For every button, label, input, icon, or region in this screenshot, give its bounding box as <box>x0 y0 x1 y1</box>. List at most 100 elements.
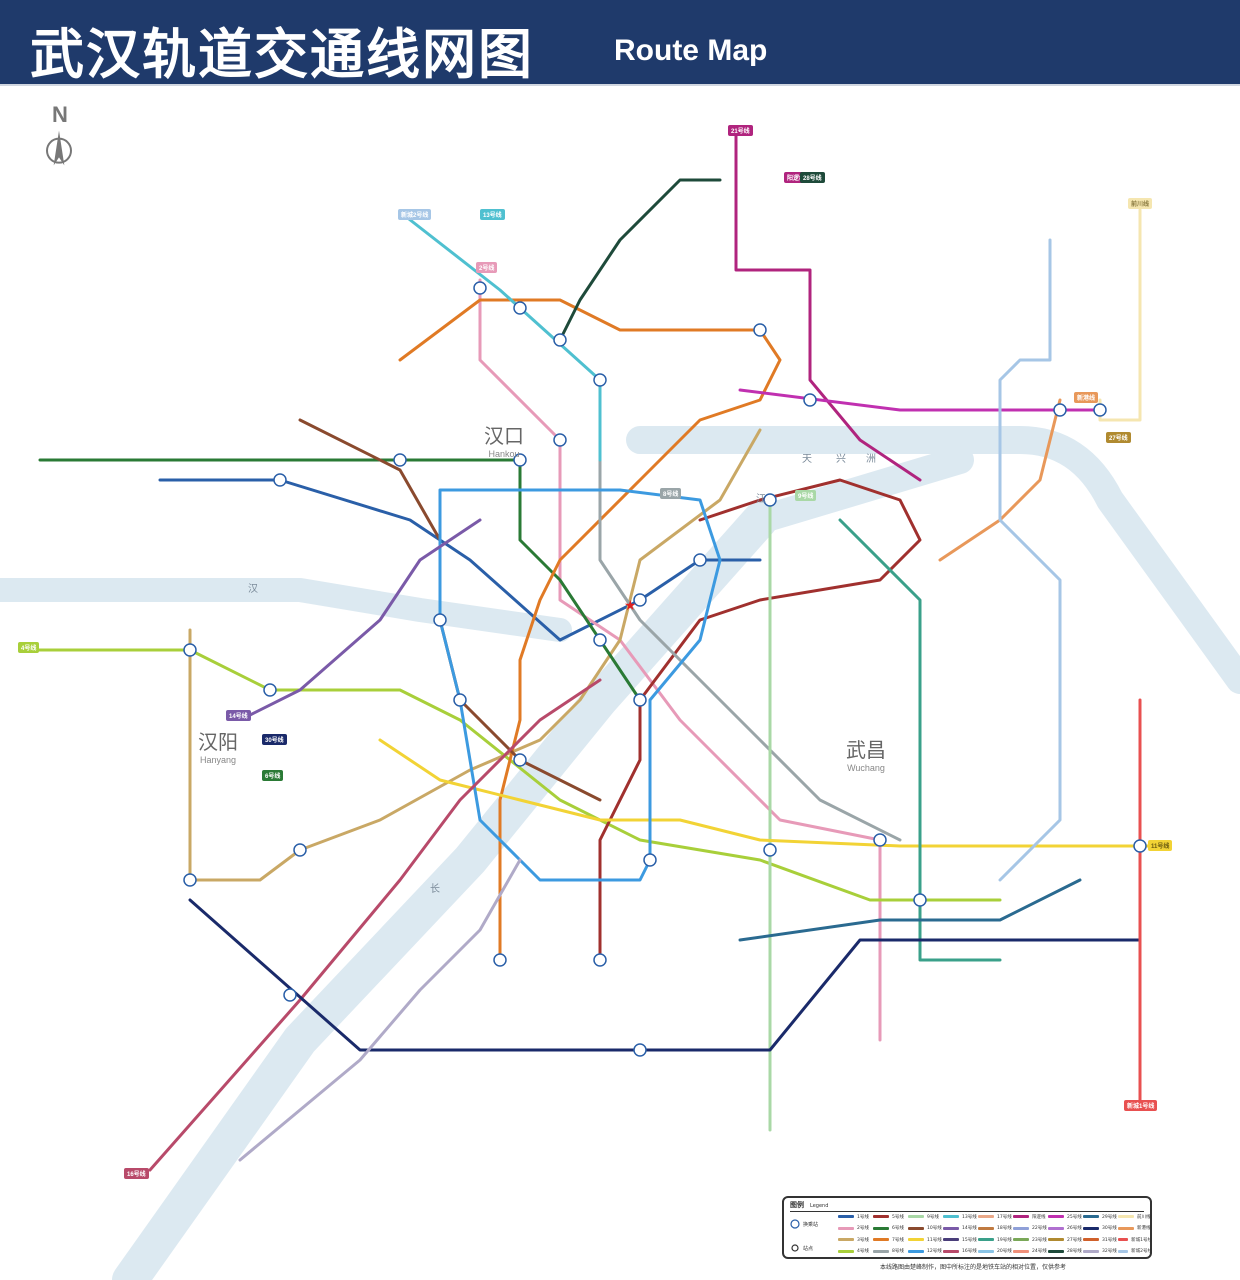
line-color-swatch <box>1083 1249 1099 1253</box>
legend-line-label: 新城1号线 <box>1131 1237 1152 1243</box>
legend-line-label: 25号线 <box>1067 1214 1082 1220</box>
yangtze-river <box>626 426 1240 694</box>
line-color-swatch <box>908 1226 924 1230</box>
legend-line-label: 12号线 <box>927 1249 942 1255</box>
legend-line-label: 5号线 <box>892 1214 904 1220</box>
river-label-tianxingzhou-2: 兴 <box>836 454 846 465</box>
legend-line-label: 18号线 <box>997 1226 1012 1232</box>
line-color-swatch <box>1118 1226 1134 1230</box>
badge-line-21: 21号线 <box>728 125 753 136</box>
line-color-swatch <box>1048 1238 1064 1242</box>
line-color-swatch <box>978 1215 994 1219</box>
line-color-swatch <box>978 1226 994 1230</box>
legend-item: 19号线 <box>978 1234 1012 1246</box>
line-color-swatch <box>1118 1215 1134 1219</box>
legend-item: 5号线 <box>873 1211 907 1223</box>
river-label-tianxingzhou-3: 洲 <box>866 454 876 465</box>
legend-keys: 换乘站 站点 <box>790 1212 834 1260</box>
line-color-swatch <box>873 1226 889 1230</box>
line-color-swatch <box>838 1249 854 1253</box>
legend-item: 28号线 <box>1048 1246 1082 1258</box>
legend-line-label: 29号线 <box>1102 1214 1117 1220</box>
line-color-swatch <box>873 1249 889 1253</box>
xingang-line <box>938 398 1062 562</box>
legend-item: 22号线 <box>1013 1223 1047 1235</box>
legend-item: 32号线 <box>1083 1246 1117 1258</box>
badge-line-13: 13号线 <box>480 209 505 220</box>
line-color-swatch <box>873 1238 889 1242</box>
badge-line-2: 2号线 <box>476 262 498 273</box>
rivers <box>0 426 1240 1280</box>
line-30 <box>188 898 1142 1052</box>
badge-yangluo: 阳逻线 <box>784 172 809 183</box>
legend-item: 23号线 <box>1013 1234 1047 1246</box>
transfer-stations <box>183 281 1147 1057</box>
legend-item: 26号线 <box>1048 1223 1082 1235</box>
page-title: 武汉轨道交通线网图 <box>30 23 534 86</box>
legend-line-label: 新城2号线 <box>1131 1249 1152 1255</box>
line-16 <box>148 678 602 1172</box>
line-4 <box>28 648 1002 902</box>
line-28 <box>558 178 722 342</box>
transfer-station-icon <box>790 1219 800 1229</box>
metro-map[interactable]: ★ <box>0 86 1240 1280</box>
line-color-swatch <box>838 1238 854 1242</box>
legend-item: 4号线 <box>838 1246 872 1258</box>
legend-line-label: 1号线 <box>857 1214 869 1220</box>
legend-item: 27号线 <box>1048 1234 1082 1246</box>
legend-line-label: 8号线 <box>892 1249 904 1255</box>
legend-item: 24号线 <box>1013 1246 1047 1258</box>
badge-xingang: 新港线 <box>1074 392 1099 403</box>
line-32 <box>238 858 522 1162</box>
legend-line-label: 15号线 <box>962 1237 977 1243</box>
legend-item: 13号线 <box>943 1211 977 1223</box>
legend-item: 阳逻线 <box>1013 1211 1047 1223</box>
river-label-yangtze-2: 江 <box>756 494 766 505</box>
legend-line-label: 14号线 <box>962 1226 977 1232</box>
legend-item: 20号线 <box>978 1246 1012 1258</box>
legend-item: 18号线 <box>978 1223 1012 1235</box>
line-color-swatch <box>1048 1249 1064 1253</box>
map-header: 武汉轨道交通线网图 Route Map <box>0 0 1240 86</box>
line-color-swatch <box>908 1249 924 1253</box>
line-25 <box>738 388 1102 412</box>
legend-item: 新城2号线 <box>1118 1246 1152 1258</box>
legend-line-label: 4号线 <box>857 1249 869 1255</box>
badge-xincheng-1: 新城1号线 <box>1124 1100 1158 1111</box>
legend-line-label: 2号线 <box>857 1226 869 1232</box>
legend-line-label: 22号线 <box>1032 1226 1047 1232</box>
legend-line-label: 32号线 <box>1102 1249 1117 1255</box>
page-subtitle: Route Map <box>614 34 768 67</box>
legend-line-label: 27号线 <box>1067 1237 1082 1243</box>
legend-line-label: 17号线 <box>997 1214 1012 1220</box>
legend-line-label: 24号线 <box>1032 1249 1047 1255</box>
line-color-swatch <box>1013 1226 1029 1230</box>
legend-line-label: 26号线 <box>1067 1226 1082 1232</box>
compass-icon <box>46 130 72 166</box>
line-2 <box>478 278 882 1042</box>
line-19 <box>838 518 1002 962</box>
legend-item: 25号线 <box>1048 1211 1082 1223</box>
line-color-swatch <box>873 1215 889 1219</box>
badge-line-6: 6号线 <box>262 770 284 781</box>
line-color-swatch <box>838 1226 854 1230</box>
line-14 <box>248 518 482 717</box>
line-7 <box>398 298 782 962</box>
line-color-swatch <box>943 1215 959 1219</box>
star-icon: ★ <box>624 598 637 614</box>
line-1 <box>158 478 762 642</box>
line-color-swatch <box>1013 1249 1029 1253</box>
legend-item: 1号线 <box>838 1211 872 1223</box>
line-color-swatch <box>908 1215 924 1219</box>
legend-line-label: 前川线 <box>1137 1214 1151 1220</box>
legend-line-label: 6号线 <box>892 1226 904 1232</box>
line-color-swatch <box>908 1238 924 1242</box>
line-color-swatch <box>1083 1226 1099 1230</box>
legend-line-label: 阳逻线 <box>1032 1214 1046 1220</box>
legend-item: 7号线 <box>873 1234 907 1246</box>
line-color-swatch <box>1083 1238 1099 1242</box>
legend-line-label: 28号线 <box>1067 1249 1082 1255</box>
badge-line-11: 11号线 <box>1148 840 1173 851</box>
line-6 <box>38 458 642 702</box>
